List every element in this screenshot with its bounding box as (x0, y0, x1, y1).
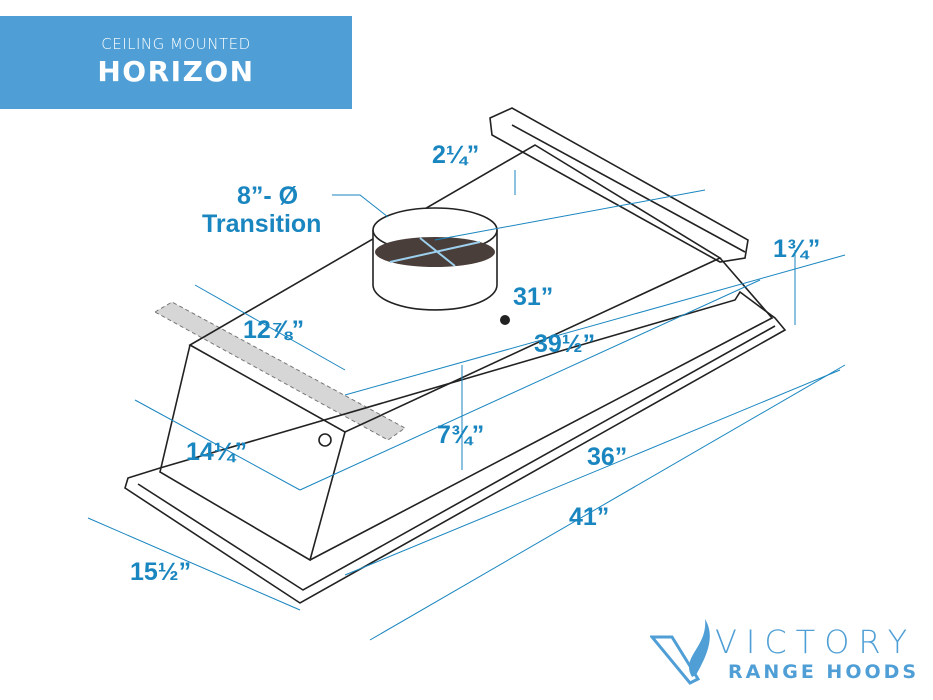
duct-collar (372, 207, 498, 311)
base-flange (124, 290, 787, 604)
dim-top-length: 31” (513, 283, 553, 311)
dim-bracket-height: 1¾” (773, 235, 820, 263)
dim-duct-offset: 2¼” (432, 141, 479, 169)
vent-hole (500, 315, 510, 325)
logo-flame-icon (650, 619, 710, 685)
flange-inner (137, 325, 776, 591)
knockout (318, 433, 332, 447)
dimension-lines (87, 170, 846, 641)
dim-overall-length: 41” (569, 503, 609, 531)
logo-line2: RANGE HOODS (728, 661, 920, 683)
dim-height: 7¾” (437, 421, 484, 449)
dim-inner-length: 36” (587, 443, 627, 471)
dim-body-length: 39½” (534, 330, 595, 358)
banner-subtitle: CEILING MOUNTED (101, 35, 251, 53)
logo-line1: VICTORY (715, 623, 917, 661)
dim-overall-width: 15½” (130, 558, 191, 586)
dim-transition-label: Transition (202, 210, 321, 238)
mounting-strip (153, 301, 406, 441)
dim-top-width: 12⅞” (243, 316, 304, 344)
dim-body-width: 14¼” (186, 438, 247, 466)
mounting-bracket (489, 107, 749, 263)
hood-body-left (159, 344, 346, 562)
hood-body-right (309, 257, 774, 561)
title-banner: CEILING MOUNTED HORIZON (0, 16, 352, 109)
victory-logo: VICTORY RANGE HOODS (650, 617, 920, 687)
banner-title: HORIZON (97, 55, 255, 88)
dim-transition-size: 8”- Ø (237, 182, 298, 210)
